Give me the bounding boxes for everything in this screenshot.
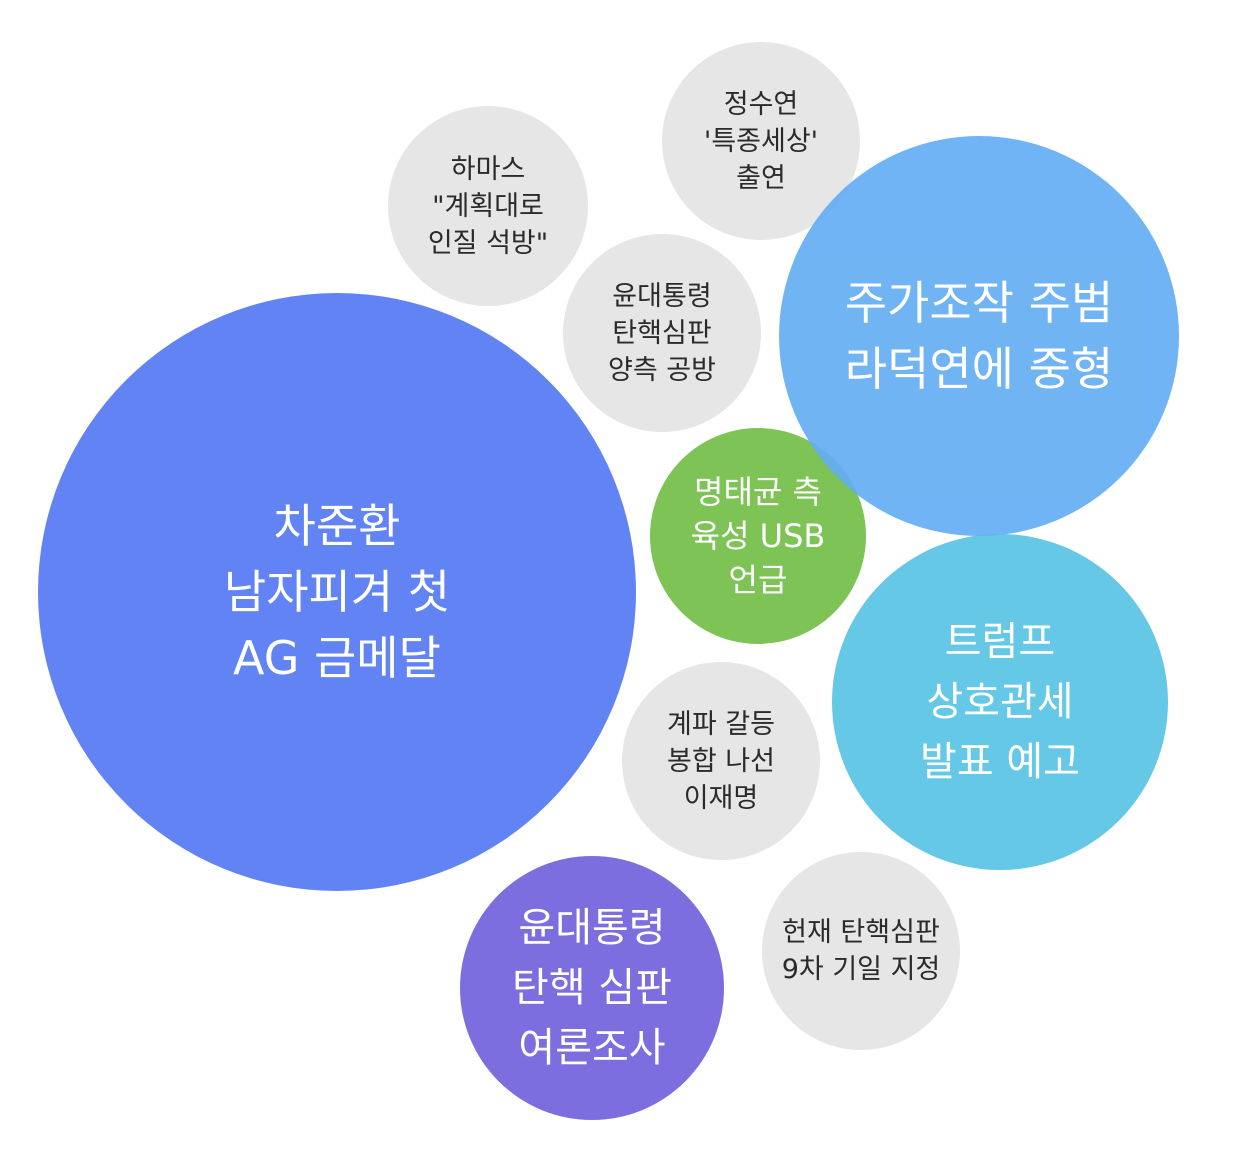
bubble-myung-taegyun[interactable]: 명태균 측 육성 USB 언급 — [650, 428, 866, 644]
bubble-constitutional-court[interactable]: 헌재 탄핵심판 9차 기일 지정 — [762, 852, 960, 1050]
bubble-label: 계파 갈등 봉합 나선 이재명 — [667, 708, 775, 814]
bubble-label: 헌재 탄핵심판 9차 기일 지정 — [781, 917, 941, 985]
bubble-label: 윤대통령 탄핵심판 양측 공방 — [608, 280, 716, 386]
bubble-impeachment-poll[interactable]: 윤대통령 탄핵 심판 여론조사 — [460, 856, 724, 1120]
bubble-label: 명태균 측 육성 USB 언급 — [690, 473, 826, 599]
bubble-label: 정수연 '특종세상' 출연 — [703, 88, 819, 194]
bubble-stock-manipulation[interactable]: 주가조작 주범 라덕연에 중형 — [779, 136, 1179, 536]
bubble-lee-jaemyung[interactable]: 계파 갈등 봉합 나선 이재명 — [622, 662, 820, 860]
bubble-label: 하마스 "계획대로 인질 석방" — [427, 153, 549, 259]
bubble-jung-suyeon[interactable]: 정수연 '특종세상' 출연 — [662, 42, 860, 240]
bubble-trump-tariff[interactable]: 트럼프 상호관세 발표 예고 — [832, 534, 1168, 870]
bubble-impeachment-debate[interactable]: 윤대통령 탄핵심판 양측 공방 — [563, 234, 761, 432]
bubble-label: 트럼프 상호관세 발표 예고 — [920, 619, 1080, 785]
bubble-label: 주가조작 주범 라덕연에 중형 — [844, 276, 1114, 396]
bubble-label: 차준환 남자피겨 첫 AG 금메달 — [223, 499, 451, 685]
bubble-hamas[interactable]: 하마스 "계획대로 인질 석방" — [388, 106, 588, 306]
bubble-cha-junhwan[interactable]: 차준환 남자피겨 첫 AG 금메달 — [38, 293, 636, 891]
bubble-label: 윤대통령 탄핵 심판 여론조사 — [512, 905, 672, 1071]
